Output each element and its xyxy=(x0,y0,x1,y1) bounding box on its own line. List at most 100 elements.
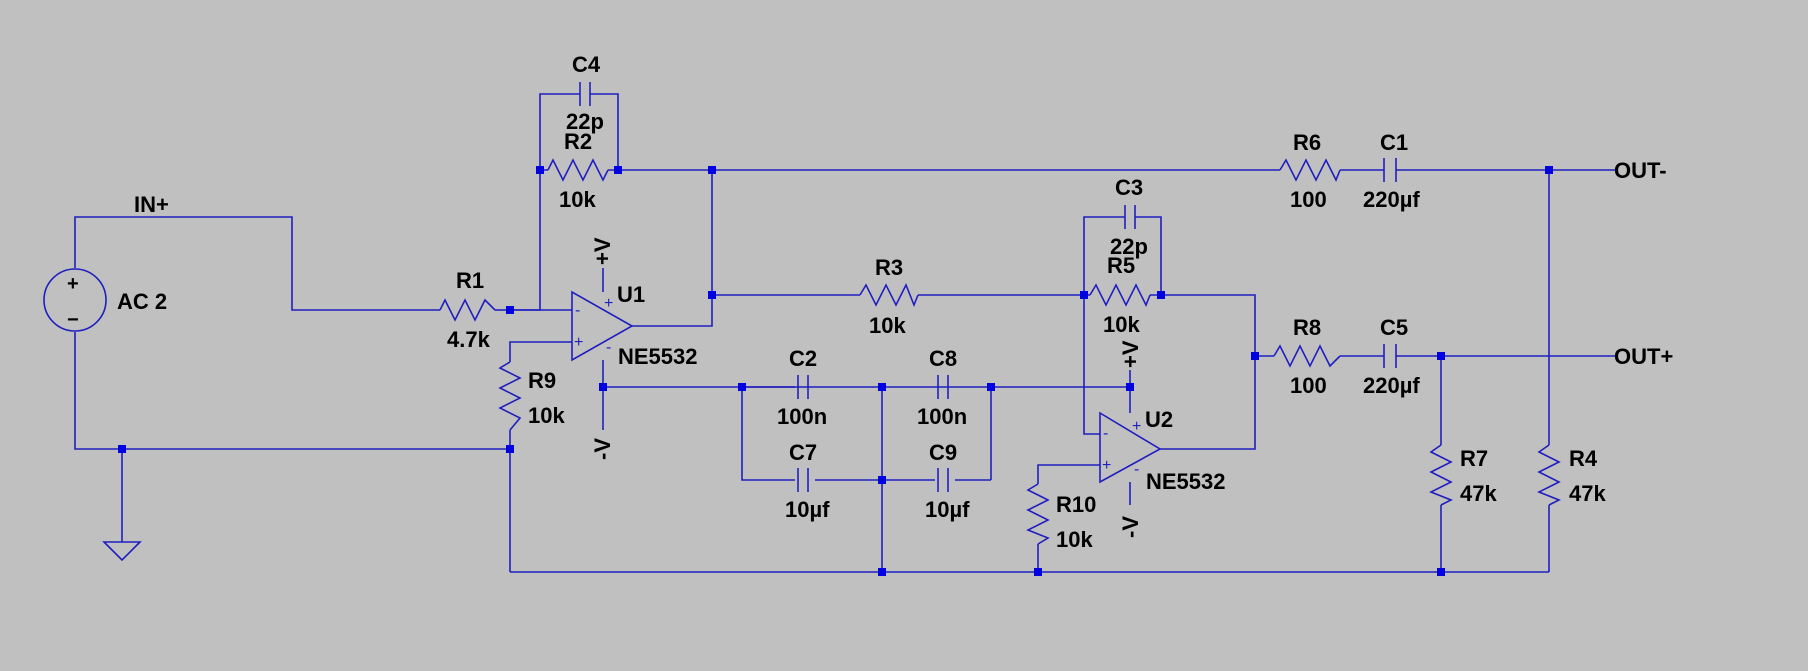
junction-node xyxy=(614,166,622,174)
wire-r5-right xyxy=(1150,294,1256,450)
opamp-u1-inv-sign: - xyxy=(575,302,580,319)
r8-value: 100 xyxy=(1290,373,1327,398)
ac-source-circle xyxy=(43,268,107,332)
u2-model: NE5532 xyxy=(1146,469,1226,494)
wire-c4-loop xyxy=(539,93,580,170)
opamp-u2-inv-sign: - xyxy=(1103,425,1108,442)
resistor-r6 xyxy=(1279,158,1341,182)
capacitor-c1 xyxy=(1383,158,1397,182)
capacitor-c4 xyxy=(579,82,591,106)
u1-vpos-label: +V xyxy=(590,237,615,265)
u2-vneg-label: -V xyxy=(1118,516,1143,538)
resistor-r1 xyxy=(439,298,496,322)
c9-value: 10µf xyxy=(925,497,970,522)
resistor-r2 xyxy=(547,158,609,182)
wire-source-top xyxy=(74,216,440,311)
wire-c3-loop xyxy=(1083,216,1125,295)
resistor-r9 xyxy=(498,361,522,431)
junction-nodes xyxy=(118,166,1553,576)
opamp-u1: - + + - xyxy=(571,290,634,362)
r5-name: R5 xyxy=(1107,253,1135,278)
net-label-out-plus: OUT+ xyxy=(1614,344,1673,369)
opamp-u2: - + + - xyxy=(1099,411,1162,484)
opamp-u2-vneg-sign: - xyxy=(1134,461,1139,478)
capacitor-c3 xyxy=(1124,205,1136,229)
c9-name: C9 xyxy=(929,440,957,465)
u1-vneg-label: -V xyxy=(590,438,615,460)
resistor-r7 xyxy=(1429,444,1453,506)
c4-value: 22p xyxy=(566,109,604,134)
c2-value: 100n xyxy=(777,404,827,429)
junction-node xyxy=(738,383,746,391)
source-label: AC 2 xyxy=(117,289,167,314)
r5-value: 10k xyxy=(1103,312,1140,337)
ground-icon xyxy=(102,541,142,562)
junction-node xyxy=(1545,166,1553,174)
wire-capbank-left xyxy=(741,387,795,481)
u1-model: NE5532 xyxy=(618,344,698,369)
c5-name: C5 xyxy=(1380,315,1408,340)
resistor-r3 xyxy=(859,283,919,308)
ac-source-plus: + xyxy=(67,273,79,295)
junction-node xyxy=(1157,291,1165,299)
r4-value: 47k xyxy=(1569,481,1606,506)
c4-name: C4 xyxy=(572,52,601,77)
junction-node xyxy=(708,166,716,174)
r1-value: 4.7k xyxy=(447,327,491,352)
r1-name: R1 xyxy=(456,268,484,293)
wire-fb-left xyxy=(510,169,548,311)
junction-node xyxy=(1437,352,1445,360)
r2-name: R2 xyxy=(564,129,592,154)
opamp-u1-vpos-sign: + xyxy=(604,295,613,312)
r3-value: 10k xyxy=(869,313,906,338)
r10-value: 10k xyxy=(1056,527,1093,552)
junction-node xyxy=(118,445,126,453)
r2-value: 10k xyxy=(559,187,596,212)
ac-source-symbol: + − xyxy=(43,268,107,332)
opamp-u2-vpos-sign: + xyxy=(1132,418,1141,435)
r6-value: 100 xyxy=(1290,187,1327,212)
c3-name: C3 xyxy=(1115,175,1143,200)
u1-name: U1 xyxy=(617,282,645,307)
junction-node xyxy=(1080,291,1088,299)
junction-node xyxy=(1034,568,1042,576)
capacitor-c9 xyxy=(937,468,949,492)
junction-node xyxy=(878,383,886,391)
r4-name: R4 xyxy=(1569,446,1598,471)
wire-u1-out xyxy=(632,170,713,327)
c8-value: 100n xyxy=(917,404,967,429)
u2-name: U2 xyxy=(1145,407,1173,432)
junction-node xyxy=(1126,383,1134,391)
wire-u2-inv xyxy=(1083,295,1100,435)
r7-name: R7 xyxy=(1460,446,1488,471)
c1-value: 220µf xyxy=(1363,187,1420,212)
u2-vpos-label: +V xyxy=(1118,340,1143,368)
resistor-r10 xyxy=(1026,483,1050,545)
opamp-u1-noninv-sign: + xyxy=(574,334,583,351)
wire-source-bottom xyxy=(74,332,510,450)
labels: IN+ AC 2 C4 22p R2 10k R1 4.7k R9 10k +V… xyxy=(117,52,1673,552)
opamp-u1-triangle xyxy=(571,290,634,362)
junction-node xyxy=(536,166,544,174)
wires xyxy=(74,93,1615,573)
junction-node xyxy=(599,383,607,391)
net-label-in-plus: IN+ xyxy=(134,192,169,217)
r9-value: 10k xyxy=(528,403,565,428)
opamp-u2-noninv-sign: + xyxy=(1102,457,1111,474)
junction-node xyxy=(878,476,886,484)
r7-value: 47k xyxy=(1460,481,1497,506)
c8-name: C8 xyxy=(929,346,957,371)
r6-name: R6 xyxy=(1293,130,1321,155)
r3-name: R3 xyxy=(875,255,903,280)
resistor-r4 xyxy=(1537,444,1561,506)
c3-value: 22p xyxy=(1110,234,1148,259)
c7-name: C7 xyxy=(789,440,817,465)
c7-value: 10µf xyxy=(785,497,830,522)
net-label-out-minus: OUT- xyxy=(1614,158,1667,183)
junction-node xyxy=(708,291,716,299)
r10-name: R10 xyxy=(1056,492,1096,517)
r8-name: R8 xyxy=(1293,315,1321,340)
resistor-r8 xyxy=(1273,344,1341,368)
wire-u2-noninv xyxy=(1037,464,1100,484)
